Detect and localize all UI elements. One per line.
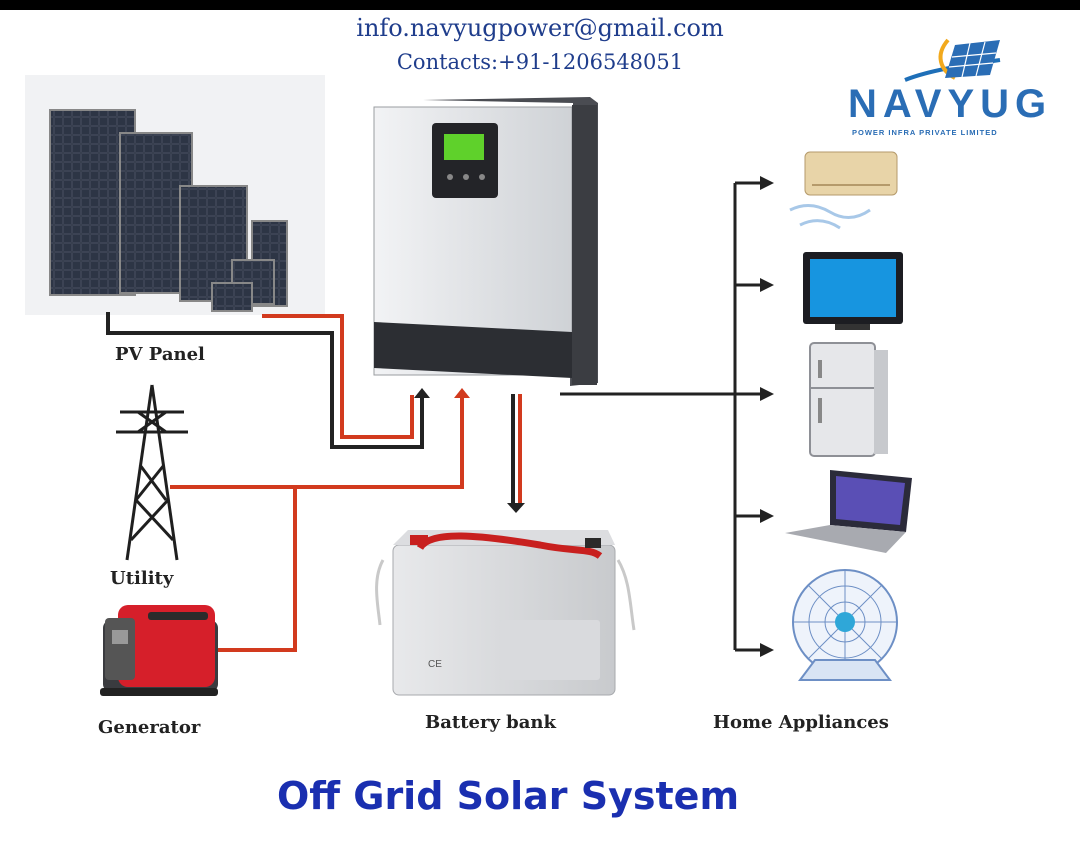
laptop-icon <box>785 470 912 553</box>
arrow-icons <box>414 176 774 657</box>
generator-icon <box>100 605 218 696</box>
fan-icon <box>792 569 898 681</box>
battery-bank-label: Battery bank <box>425 712 556 733</box>
navyug-logo-icon <box>904 38 1001 82</box>
brand-name: NAVYUG <box>848 82 1053 126</box>
solar-panel-icon <box>25 75 325 315</box>
utility-label: Utility <box>110 568 174 589</box>
top-bar <box>0 0 1080 10</box>
inverter-icon <box>373 97 598 386</box>
power-tower-icon <box>116 384 188 561</box>
contact-email: info.navyugpower@gmail.com <box>356 14 724 42</box>
brand-tagline: POWER INFRA PRIVATE LIMITED <box>852 128 998 137</box>
refrigerator-icon <box>809 342 888 457</box>
svg-text:CE: CE <box>428 659 442 670</box>
contact-phone: Contacts:+91-1206548051 <box>396 50 684 74</box>
diagram-title: Off Grid Solar System <box>276 774 740 818</box>
home-appliances-label: Home Appliances <box>713 712 889 733</box>
wiring <box>106 181 760 652</box>
generator-label: Generator <box>98 717 201 738</box>
air-conditioner-icon <box>789 151 898 230</box>
television-icon <box>803 252 903 330</box>
pv-panel-label: PV Panel <box>115 344 205 365</box>
battery-icon: CE <box>375 530 636 696</box>
